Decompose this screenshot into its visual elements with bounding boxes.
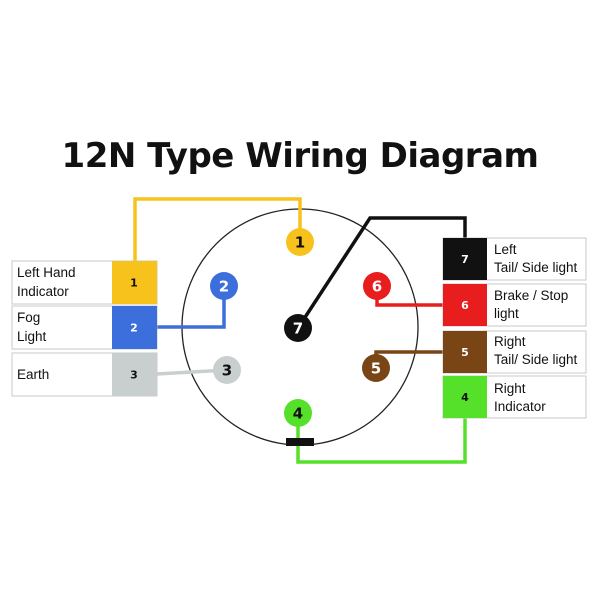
pin-4-contact [284, 399, 312, 427]
pin-label-3-line-1: Earth [17, 367, 49, 382]
swatch-number-1: 1 [130, 277, 138, 290]
pin-label-4-line-1: Right [494, 381, 526, 396]
wire-pin-1 [133, 197, 302, 261]
wire-pin-4 [296, 413, 467, 464]
swatch-number-4: 4 [461, 391, 469, 404]
pin-6-contact [363, 272, 391, 300]
swatch-number-2: 2 [130, 322, 138, 335]
color-swatch-6 [443, 284, 487, 326]
pin-5-contact [362, 354, 390, 382]
wire-pin-7 [296, 216, 467, 329]
swatch-number-3: 3 [130, 369, 138, 382]
pin-2-contact [210, 272, 238, 300]
swatch-number-5: 5 [461, 346, 469, 359]
pin-1-contact [286, 228, 314, 256]
pin-label-2-line-1: Fog [17, 310, 40, 325]
color-swatch-5 [443, 331, 487, 373]
pin-label-4-line-2: Indicator [494, 399, 546, 414]
pin-label-7-line-2: Tail/ Side light [494, 260, 578, 275]
pin-label-6-line-2: light [494, 306, 519, 321]
pin-label-6-line-1: Brake / Stop [494, 288, 568, 303]
pin-label-2-line-2: Light [17, 329, 47, 344]
swatch-number-6: 6 [461, 299, 469, 312]
pin-label-7-line-1: Left [494, 242, 517, 257]
pin-label-1-line-1: Left Hand [17, 265, 76, 280]
color-swatch-3 [112, 353, 157, 396]
socket-keyway [286, 438, 314, 446]
color-swatch-7 [443, 238, 487, 280]
pin-2-number: 2 [219, 278, 229, 296]
pin-5-number: 5 [371, 360, 381, 378]
pin-4-number: 4 [293, 405, 303, 423]
pin-1-number: 1 [295, 234, 305, 252]
pin-6-number: 6 [372, 278, 382, 296]
pin-label-5-line-2: Tail/ Side light [494, 352, 578, 367]
pin-label-5-line-1: Right [494, 334, 526, 349]
color-swatch-4 [443, 376, 487, 418]
color-swatch-1 [112, 261, 157, 304]
pin-label-1-line-2: Indicator [17, 284, 69, 299]
pin-7-number: 7 [293, 320, 303, 338]
pin-3-number: 3 [222, 362, 232, 380]
pin-7-contact [284, 314, 312, 342]
pin-3-contact [213, 356, 241, 384]
diagram-title: 12N Type Wiring Diagram [61, 136, 539, 176]
swatch-number-7: 7 [461, 253, 469, 266]
color-swatch-2 [112, 306, 157, 349]
